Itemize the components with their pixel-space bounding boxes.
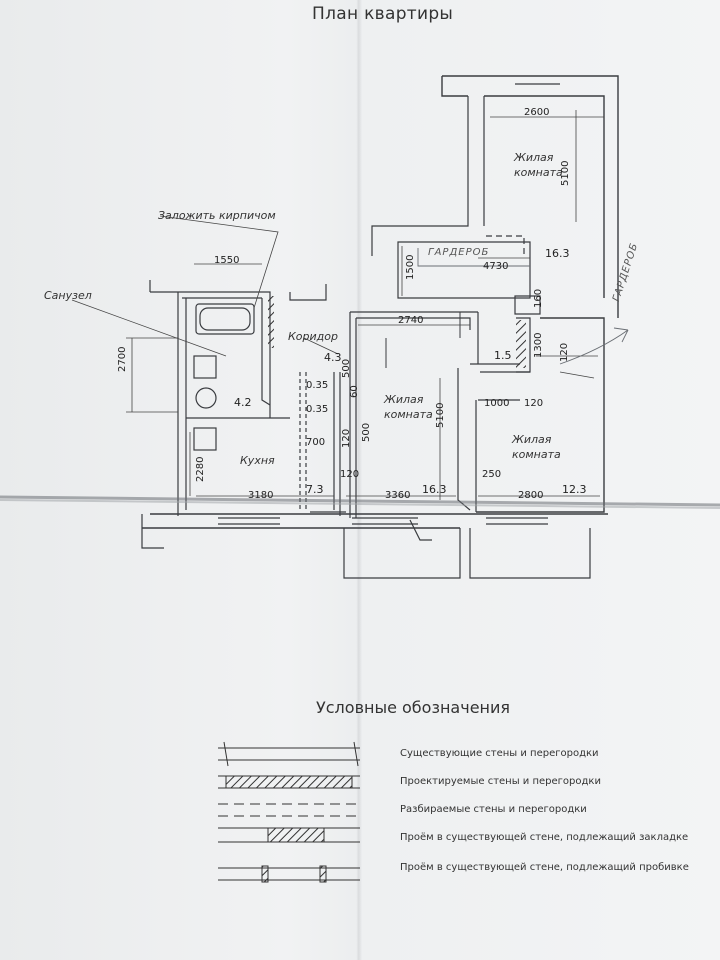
fold-crease bbox=[0, 495, 720, 507]
legend-item-opening-cut: Проём в существующей стене, подлежащий п… bbox=[400, 862, 689, 873]
plan-title: План квартиры bbox=[312, 4, 454, 24]
room-bedroom-top-area: 16.3 bbox=[545, 247, 570, 260]
dim-3180: 3180 bbox=[248, 490, 274, 501]
dim-2800: 2800 bbox=[518, 490, 544, 501]
room-bedroom-top-label: Жилая комната bbox=[514, 151, 563, 179]
room-bedroom-right-area: 12.3 bbox=[562, 483, 587, 496]
dim-2700: 2700 bbox=[117, 346, 128, 372]
room-kitchen-label: Кухня bbox=[240, 454, 275, 467]
legend-item-existing: Существующие стены и перегородки bbox=[400, 748, 599, 759]
projected-walls bbox=[268, 296, 526, 368]
legend-item-opening-close: Проём в существующей стене, подлежащий з… bbox=[400, 832, 689, 843]
label-sanuzel: Санузел bbox=[44, 289, 92, 302]
dim-1000: 1000 bbox=[484, 398, 510, 409]
brick-up-note: Заложить кирпичом bbox=[158, 209, 276, 222]
dim-160: 160 bbox=[533, 288, 544, 308]
legend-symbols bbox=[218, 741, 360, 883]
wardrobe-handwritten: ГАРДЕРОБ bbox=[428, 247, 490, 258]
legend-title: Условные обозначения bbox=[316, 698, 511, 717]
dim-500-bottom: 500 bbox=[361, 422, 372, 442]
dim-2600: 2600 bbox=[524, 107, 550, 118]
dim-2740: 2740 bbox=[398, 315, 424, 326]
dim-1500: 1500 bbox=[405, 254, 416, 280]
room-bedroom-center-label: Жилая комната bbox=[384, 393, 433, 421]
room-corridor-area: 4.3 bbox=[324, 351, 342, 364]
room-bedroom-right-label: Жилая комната bbox=[512, 433, 561, 461]
dim-120-closet: 120 bbox=[559, 342, 570, 362]
dim-035-b: 0.35 bbox=[306, 404, 329, 415]
dim-120-bottom: 120 bbox=[340, 469, 360, 480]
dim-500-top: 500 bbox=[341, 358, 352, 378]
dim-1550: 1550 bbox=[214, 255, 240, 266]
dim-2280: 2280 bbox=[195, 456, 206, 482]
room-kitchen-area: 7.3 bbox=[306, 483, 324, 496]
dim-250: 250 bbox=[482, 469, 502, 480]
dim-700: 700 bbox=[306, 437, 326, 448]
dim-60: 60 bbox=[349, 385, 360, 398]
dim-4730: 4730 bbox=[483, 261, 509, 272]
dim-1300: 1300 bbox=[533, 332, 544, 358]
dim-035-a: 0.35 bbox=[306, 380, 329, 391]
room-bathroom-area: 4.2 bbox=[234, 396, 252, 409]
legend-item-projected: Проектируемые стены и перегородки bbox=[400, 776, 601, 787]
dim-120-vertical: 120 bbox=[341, 428, 352, 448]
pencil-annotations bbox=[417, 248, 629, 365]
dimension-lines bbox=[71, 110, 604, 500]
room-bedroom-center-area: 16.3 bbox=[422, 483, 447, 496]
room-corridor-label: Коридор bbox=[288, 330, 338, 343]
dim-5100-top: 5100 bbox=[560, 160, 571, 186]
walls bbox=[141, 75, 619, 579]
dim-120-right: 120 bbox=[524, 398, 544, 409]
closet-area: 1.5 bbox=[494, 349, 512, 362]
dim-3360: 3360 bbox=[385, 490, 411, 501]
legend-item-demolished: Разбираемые стены и перегородки bbox=[400, 804, 587, 815]
dim-5100-center: 5100 bbox=[435, 402, 446, 428]
